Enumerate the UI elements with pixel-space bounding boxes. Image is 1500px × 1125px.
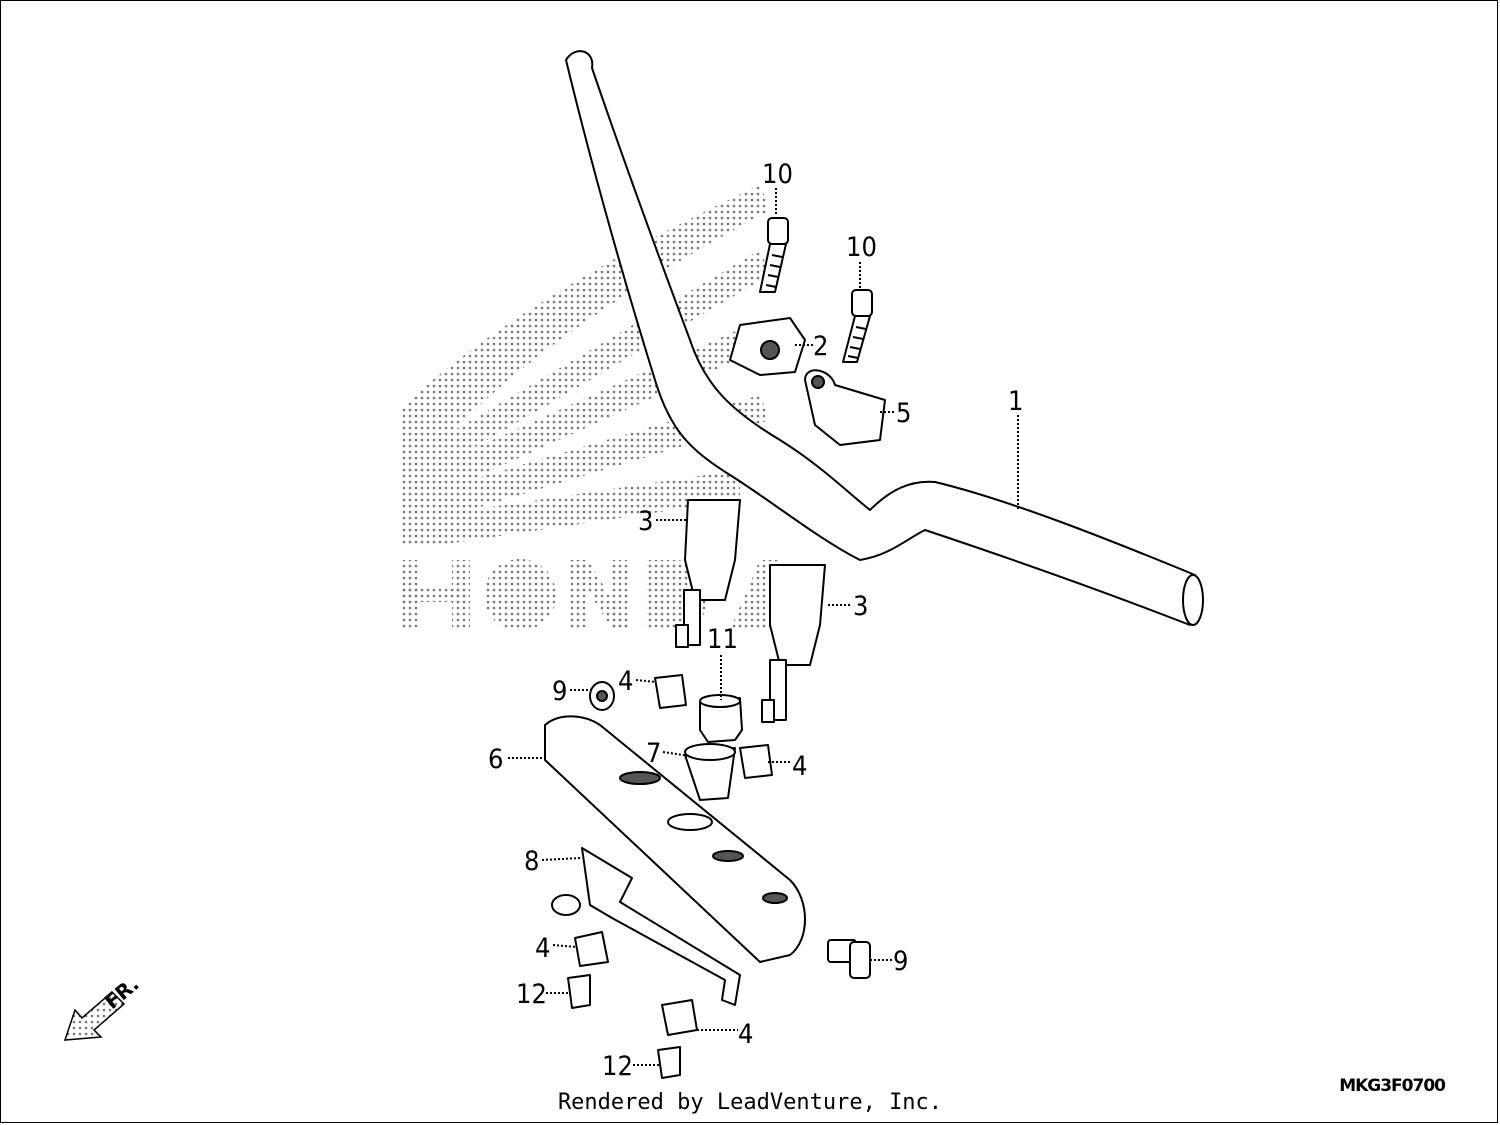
bracket-part-8[interactable]: [551, 847, 741, 1006]
bolt-part-10b[interactable]: [842, 289, 873, 363]
nut-part-9a[interactable]: [589, 681, 615, 711]
top-bridge-part-6[interactable]: [544, 715, 806, 963]
cushion-part-4b[interactable]: [739, 744, 773, 779]
callout-12a: 12: [516, 979, 547, 1010]
callout-10b: 10: [846, 232, 877, 263]
cushion-part-4c[interactable]: [574, 931, 609, 967]
collar-part-11[interactable]: [699, 694, 743, 743]
callout-10a: 10: [762, 159, 793, 190]
diagram-code: MKG3F0700: [1339, 1076, 1446, 1096]
front-direction-arrow-icon: FR.: [63, 972, 144, 1041]
callout-9a: 9: [552, 676, 567, 707]
credit-footer: Rendered by LeadVenture, Inc.: [557, 1090, 943, 1115]
callout-1: 1: [1008, 386, 1023, 417]
callout-3b: 3: [853, 591, 868, 622]
callout-3a: 3: [638, 506, 653, 537]
callout-4b: 4: [792, 751, 807, 782]
upper-holder-part-2[interactable]: [729, 317, 806, 376]
bolt-part-9b[interactable]: [827, 939, 871, 979]
cushion-part-4a[interactable]: [654, 674, 687, 709]
collar-part-7[interactable]: [684, 743, 736, 801]
callout-8: 8: [524, 846, 539, 877]
callout-4d: 4: [738, 1019, 753, 1050]
callout-12b: 12: [602, 1051, 633, 1082]
callout-6: 6: [488, 744, 503, 775]
lower-holder-part-3a[interactable]: [675, 499, 741, 648]
callout-4c: 4: [535, 933, 550, 964]
callout-5: 5: [896, 398, 911, 429]
handlebar-part-1[interactable]: [565, 50, 1204, 626]
nut-part-12b[interactable]: [657, 1046, 681, 1079]
lower-holder-part-3b[interactable]: [761, 564, 826, 723]
cushion-part-4d[interactable]: [661, 999, 698, 1036]
callout-9b: 9: [893, 946, 908, 977]
callout-4a: 4: [618, 666, 633, 697]
nut-part-12a[interactable]: [567, 974, 591, 1009]
bolt-part-10a[interactable]: [759, 217, 789, 293]
callout-2: 2: [813, 331, 828, 362]
upper-holder-part-5[interactable]: [804, 369, 886, 446]
callout-7: 7: [646, 738, 661, 769]
callout-11: 11: [707, 624, 738, 655]
